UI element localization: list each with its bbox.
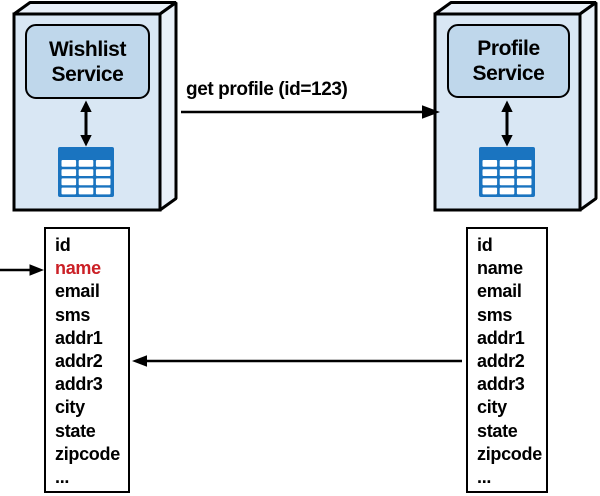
incoming-name-arrow	[0, 264, 44, 276]
field-row-highlighted: name	[55, 258, 101, 279]
field-row: addr1	[477, 327, 525, 348]
request-arrow-label: get profile (id=123)	[186, 79, 348, 100]
field-row: email	[55, 281, 100, 302]
wishlist-box-side-face	[158, 1, 178, 212]
field-row: zipcode	[55, 443, 120, 464]
wishlist-record-box: id name email sms addr1 addr2 addr3 city…	[44, 227, 130, 493]
field-row: id	[477, 235, 493, 255]
field-row: email	[477, 281, 522, 302]
wishlist-service-name: Wishlist Service	[48, 37, 127, 86]
field-row: city	[477, 397, 507, 418]
field-row: name	[477, 258, 523, 279]
field-row: state	[477, 420, 518, 441]
wishlist-db-double-arrow	[80, 100, 92, 147]
field-row: addr2	[477, 351, 525, 372]
profile-box-top-face	[434, 1, 597, 16]
field-row: ...	[477, 467, 492, 488]
field-row: addr3	[55, 374, 103, 395]
profile-box-side-face	[578, 1, 598, 212]
database-table-icon	[58, 147, 114, 197]
response-arrow	[132, 355, 462, 367]
field-row: city	[55, 397, 85, 418]
profile-record-box: id name email sms addr1 addr2 addr3 city…	[466, 227, 548, 493]
profile-service-name: Profile Service	[472, 37, 545, 85]
profile-db-double-arrow	[501, 100, 513, 147]
field-row: id	[55, 235, 71, 255]
profile-service-label: Profile Service	[447, 24, 570, 98]
database-table-icon	[479, 147, 535, 197]
field-row: state	[55, 420, 96, 441]
field-row: ...	[55, 467, 70, 488]
request-arrow	[181, 105, 440, 119]
field-row: sms	[477, 304, 513, 325]
field-row: addr3	[477, 374, 525, 395]
wishlist-box-top-face	[13, 1, 177, 16]
wishlist-service-label: Wishlist Service	[25, 24, 150, 99]
field-row: addr1	[55, 327, 103, 348]
field-row: addr2	[55, 351, 103, 372]
field-row: zipcode	[477, 443, 542, 464]
field-row: sms	[55, 304, 91, 325]
